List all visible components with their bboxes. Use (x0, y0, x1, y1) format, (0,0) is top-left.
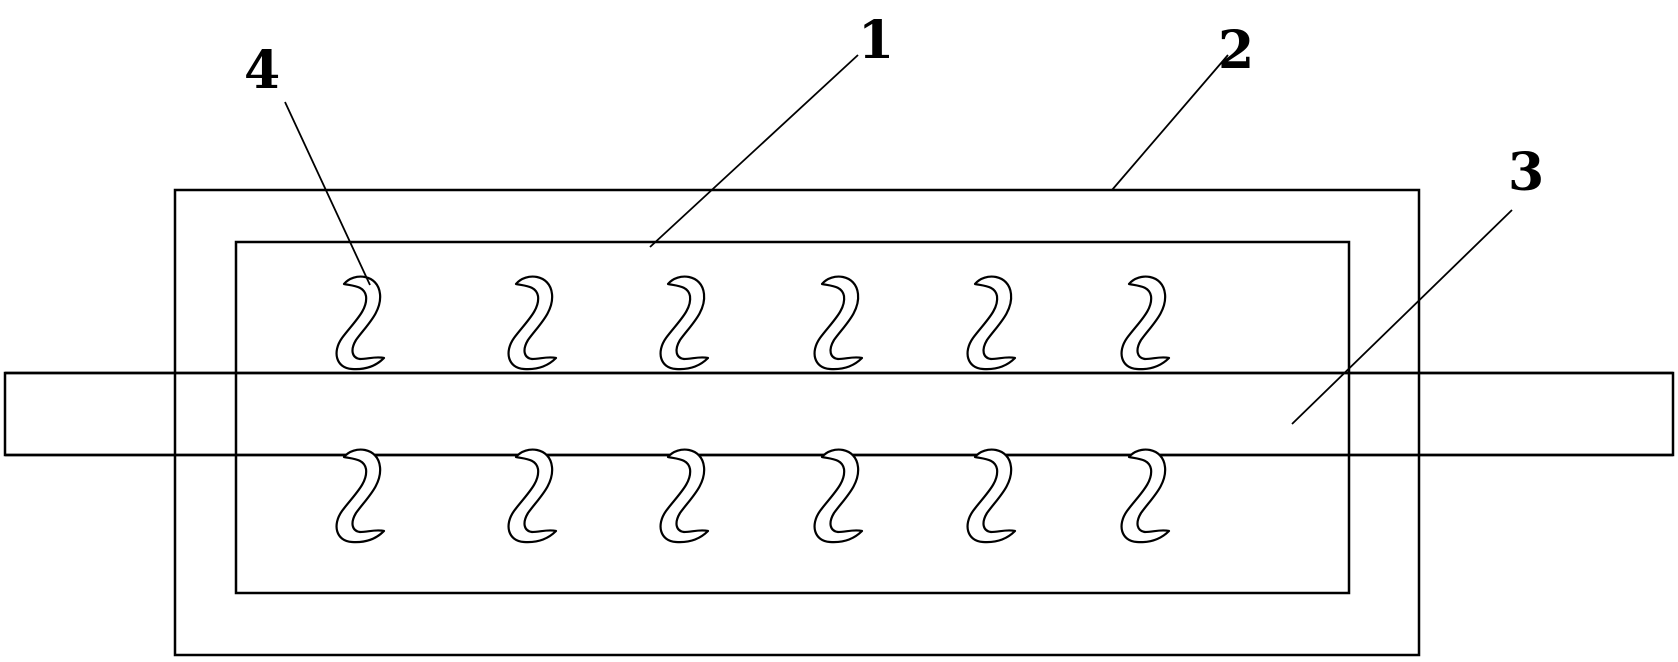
leader-line-1 (649, 54, 859, 248)
hook-element (507, 448, 558, 544)
leader-line-4 (284, 101, 371, 286)
hook-group-part-4 (335, 275, 1171, 544)
hook-element (813, 275, 864, 371)
hook-element (335, 448, 386, 544)
callout-label-2: 2 (1218, 20, 1254, 81)
hook-element (966, 275, 1017, 371)
hook-element (813, 448, 864, 544)
hook-element (335, 275, 386, 371)
leader-line-3 (1291, 209, 1513, 425)
hook-element (966, 448, 1017, 544)
callout-label-3: 3 (1508, 142, 1544, 203)
hook-element (1120, 275, 1171, 371)
inner-body-part-1 (234, 240, 1351, 595)
hook-element (659, 275, 710, 371)
outer-housing-part-2 (173, 188, 1421, 657)
hook-element (1120, 448, 1171, 544)
hook-element (659, 448, 710, 544)
shaft-part-3 (3, 371, 1675, 457)
callout-label-4: 4 (244, 40, 280, 101)
leader-line-2 (1111, 54, 1229, 191)
hook-element (507, 275, 558, 371)
callout-label-1: 1 (858, 10, 894, 71)
